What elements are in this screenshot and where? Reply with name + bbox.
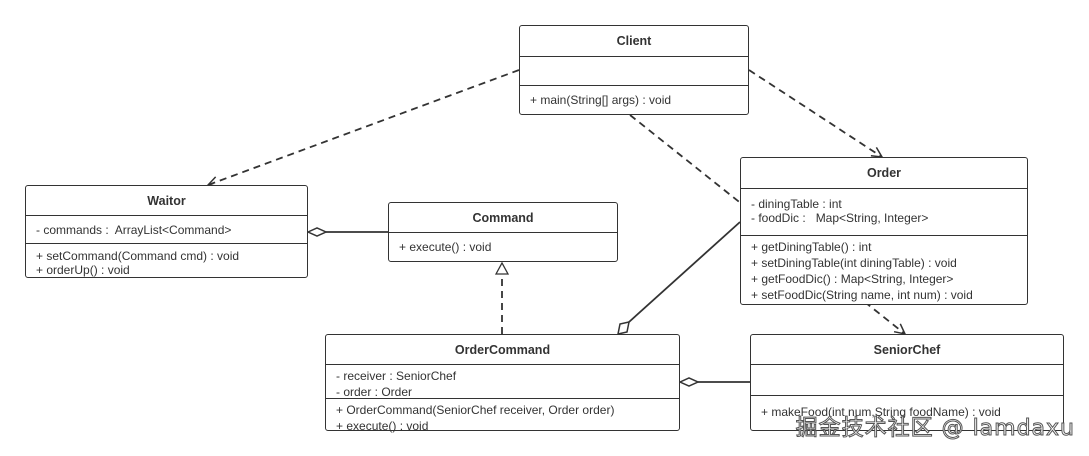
aggregation-ordercommand-order (628, 221, 741, 323)
class-name: Client (520, 26, 748, 57)
method: + makeFood(int num,String foodName) : vo… (761, 405, 1001, 419)
method: + orderUp() : void (36, 263, 130, 277)
attributes-section (751, 365, 1063, 396)
methods-section: + setCommand(Command cmd) : void + order… (26, 244, 307, 277)
class-ordercommand[interactable]: OrderCommand - receiver : SeniorChef - o… (325, 334, 680, 433)
attribute: - receiver : SeniorChef (336, 369, 457, 383)
method: + setFoodDic(String name, int num) : voi… (751, 288, 973, 302)
method: + execute() : void (399, 240, 492, 254)
class-order[interactable]: Order - diningTable : int - foodDic : Ma… (740, 157, 1028, 305)
class-waitor[interactable]: Waitor - commands : ArrayList<Command> +… (25, 185, 308, 278)
aggregation-diamond-order (617, 321, 630, 335)
methods-section: + makeFood(int num,String foodName) : vo… (751, 396, 1063, 430)
method: + main(String[] args) : void (530, 93, 672, 107)
method: + getDiningTable() : int (751, 240, 872, 254)
methods-section: + execute() : void (389, 233, 617, 261)
method: + execute() : void (336, 419, 429, 433)
attribute: - foodDic : Map<String, Integer> (751, 211, 929, 225)
class-name: Waitor (26, 186, 307, 216)
method: + getFoodDic() : Map<String, Integer> (751, 272, 954, 286)
dependency-client-order (748, 69, 882, 157)
attributes-section (520, 57, 748, 86)
method: + setDiningTable(int diningTable) : void (751, 256, 957, 270)
class-name: Command (389, 203, 617, 233)
class-name: OrderCommand (326, 335, 679, 365)
attribute: - order : Order (336, 385, 413, 399)
attributes-section: - diningTable : int - foodDic : Map<Stri… (741, 189, 1027, 236)
aggregation-diamond-waitor (306, 227, 328, 237)
class-name: Order (741, 158, 1027, 189)
dependency-client-waitor (208, 69, 520, 185)
method: + setCommand(Command cmd) : void (36, 249, 240, 263)
class-client[interactable]: Client + main(String[] args) : void (519, 25, 749, 115)
class-name: SeniorChef (751, 335, 1063, 365)
method: + OrderCommand(SeniorChef receiver, Orde… (336, 403, 615, 417)
class-command[interactable]: Command + execute() : void (388, 202, 618, 262)
attribute: - diningTable : int (751, 197, 842, 211)
methods-section: + OrderCommand(SeniorChef receiver, Orde… (326, 399, 679, 433)
attributes-section: - commands : ArrayList<Command> (26, 216, 307, 244)
watermark: 掘金技术社区 @ lamdaxu (795, 416, 1075, 442)
methods-section: + main(String[] args) : void (520, 86, 748, 114)
aggregation-diamond-seniorchef (678, 377, 700, 387)
class-seniorchef[interactable]: SeniorChef + makeFood(int num,String foo… (750, 334, 1064, 431)
attribute: - commands : ArrayList<Command> (36, 223, 232, 237)
methods-section: + getDiningTable() : int + setDiningTabl… (741, 236, 1027, 304)
attributes-section: - receiver : SeniorChef - order : Order (326, 365, 679, 399)
